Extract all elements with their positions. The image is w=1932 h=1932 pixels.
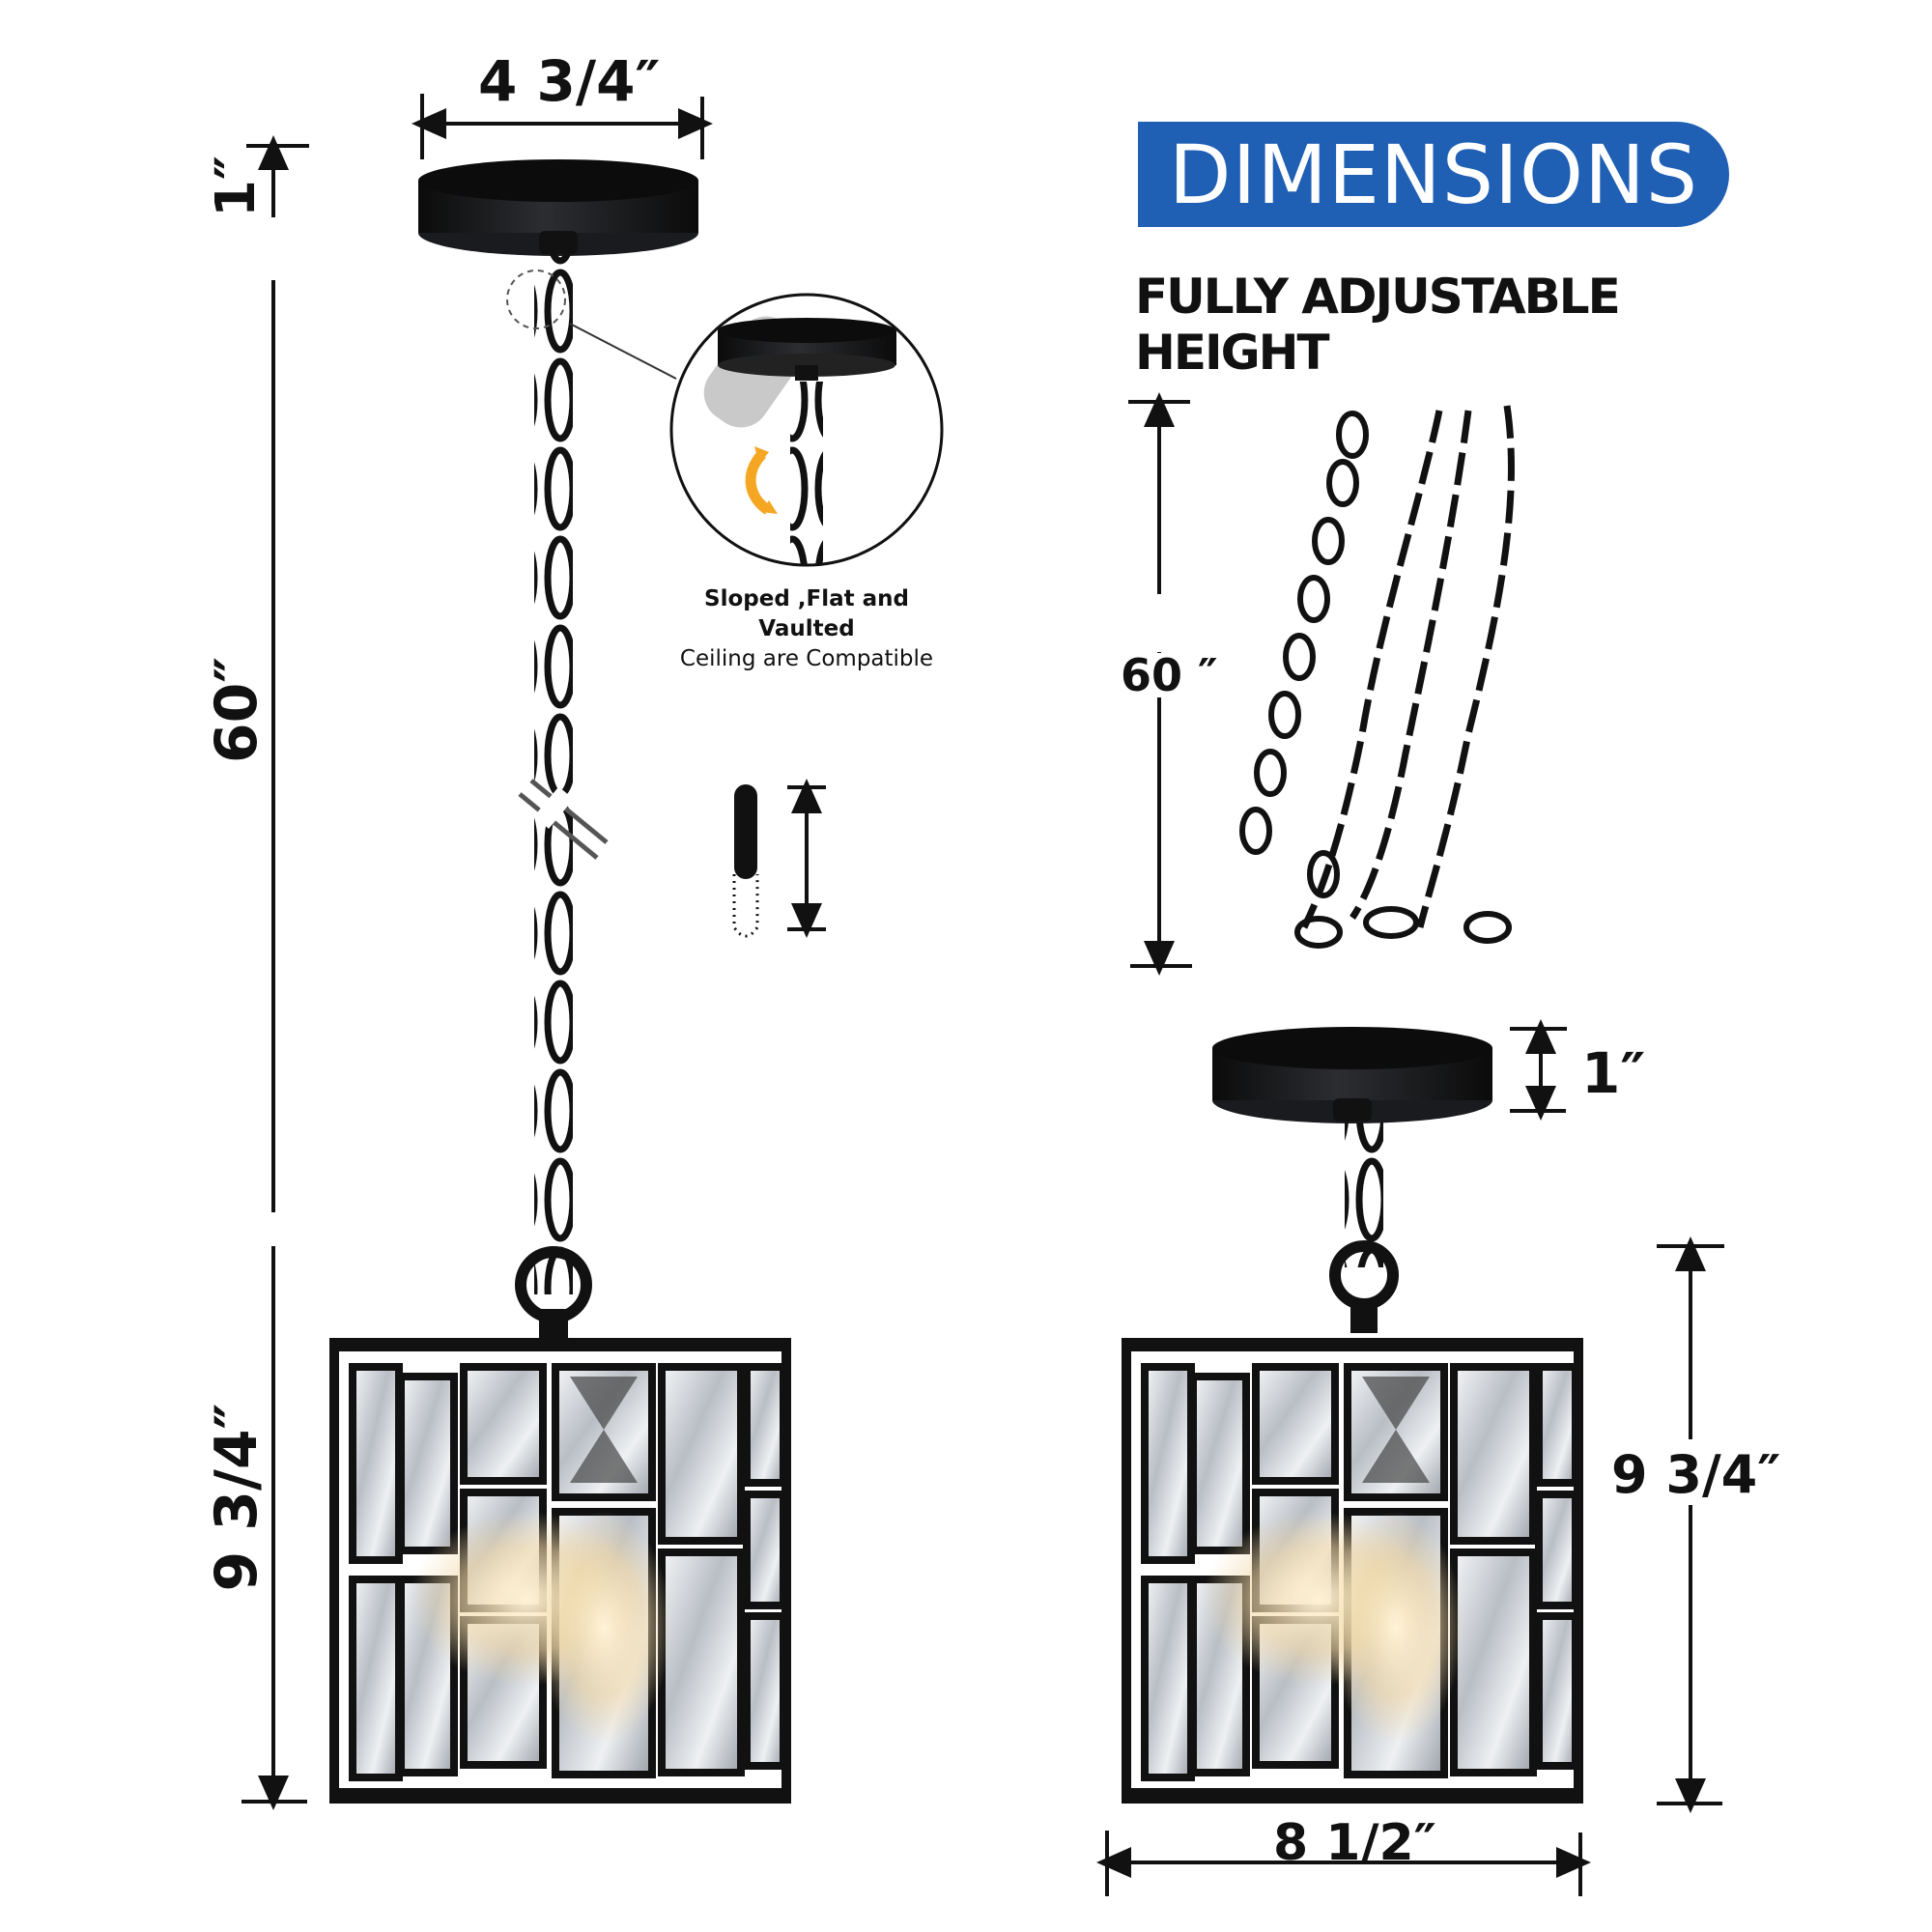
label-chain-length-right: 60 ″ [1119,649,1220,701]
dimensions-badge: DIMENSIONS [1138,122,1729,227]
label-shade-width-right: 8 1/2″ [1273,1814,1436,1872]
label-shade-height-right: 9 3/4″ [1607,1449,1785,1501]
caption-line2: Ceiling are Compatible [679,646,934,671]
inset-caption: Sloped ,Flat and Vaulted Ceiling are Com… [657,584,956,674]
crystal-shade-right [1122,1338,1583,1804]
ceiling-canopy-right [1212,1027,1492,1123]
subheading-line1: FULLY ADJUSTABLE [1135,269,1621,325]
caption-line1: Sloped ,Flat and Vaulted [704,586,909,641]
crystal-shade-left [329,1338,791,1804]
badge-title: DIMENSIONS [1168,127,1699,222]
label-canopy-width-left: 4 3/4″ [478,48,661,114]
label-canopy-height-right: 1″ [1581,1040,1646,1106]
ceiling-canopy-left [418,159,698,256]
label-chain-length-left: 60″ [203,656,270,764]
label-canopy-height-left: 1″ [205,156,268,217]
subheading: FULLY ADJUSTABLE HEIGHT [1135,269,1621,381]
label-shade-height-left: 9 3/4″ [203,1403,270,1592]
subheading-line2: HEIGHT [1135,325,1330,381]
spare-chain [1300,405,1515,929]
